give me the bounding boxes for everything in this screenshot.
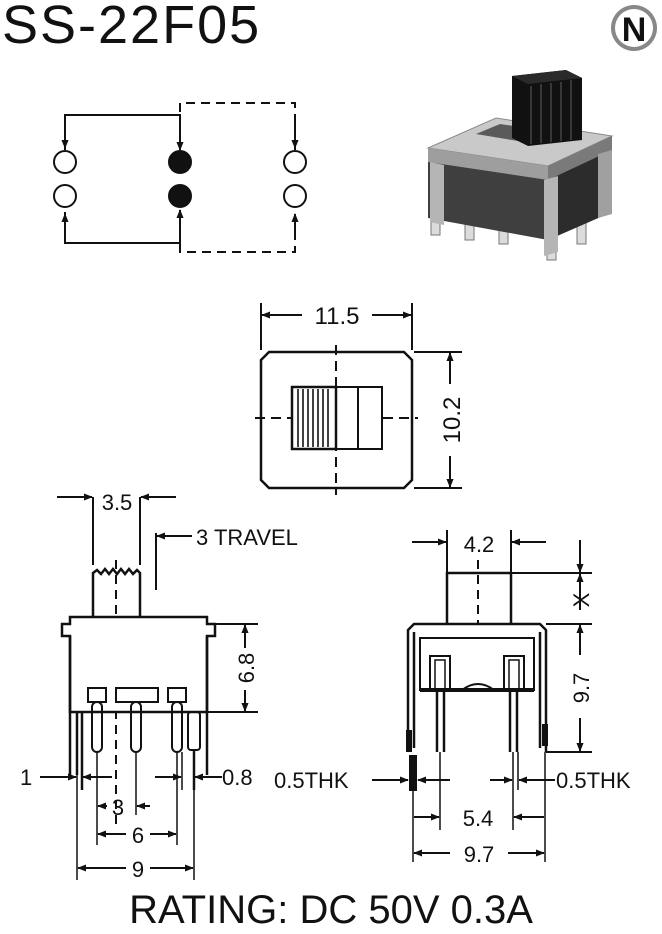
top-width-label: 11.5 <box>315 303 360 330</box>
front-actuator-width: 4.2 <box>464 532 495 557</box>
front-actuator-height: X <box>569 592 594 607</box>
front-body-height: 9.7 <box>569 673 594 704</box>
front-view <box>372 530 592 862</box>
side-pin-span: 6 <box>132 823 144 848</box>
front-left-thickness: 0.5THK <box>274 768 349 793</box>
front-view-labels: 4.2 X 9.7 0.5THK 0.5THK 5.4 9.7 <box>274 532 631 867</box>
rating-text: RATING: DC 50V 0.3A <box>129 888 533 932</box>
front-overall-width: 9.7 <box>464 842 495 867</box>
part-number-title: SS-22F05 <box>2 0 262 55</box>
front-inner-span: 5.4 <box>463 806 494 831</box>
brand-logo: N <box>611 5 657 51</box>
front-right-thickness: 0.5THK <box>556 768 631 793</box>
side-travel: 3 TRAVEL <box>196 525 298 550</box>
side-pin-pitch: 3 <box>112 795 124 820</box>
side-view-labels: 3.5 3 TRAVEL 6.8 1 0.8 3 6 9 <box>20 490 298 882</box>
side-actuator-width: 3.5 <box>102 490 133 515</box>
side-pin-offset: 1 <box>20 765 32 790</box>
top-view: 11.5 10.2 <box>255 303 466 495</box>
logo-letter: N <box>622 11 647 49</box>
top-height-label: 10.2 <box>439 397 466 444</box>
side-pin-width: 0.8 <box>222 765 253 790</box>
product-photo <box>426 70 614 261</box>
side-view <box>40 493 258 880</box>
side-overall-width: 9 <box>132 857 144 882</box>
side-body-height: 6.8 <box>234 653 259 684</box>
circuit-schematic <box>53 102 307 253</box>
